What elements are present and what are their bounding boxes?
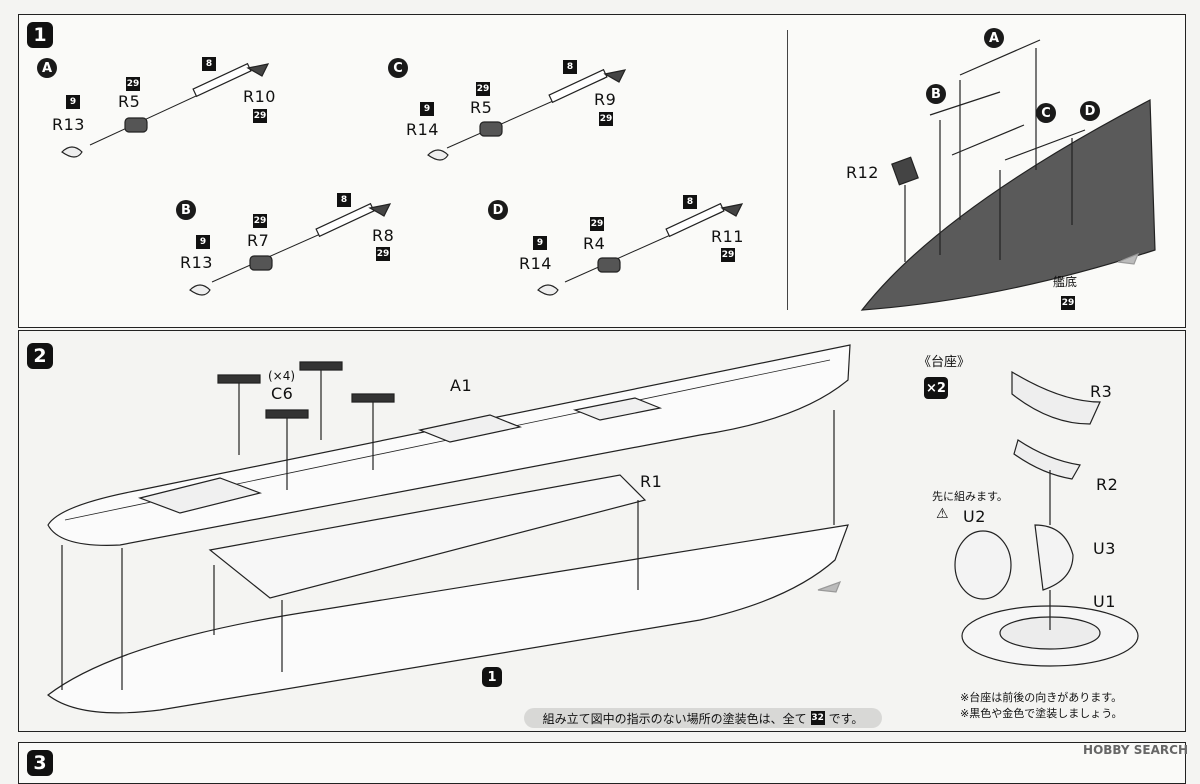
part-label: R13 <box>52 115 85 134</box>
part-label: R13 <box>180 253 213 272</box>
color-code: 9 <box>196 235 210 249</box>
step-1-divider <box>787 30 788 310</box>
quantity-label: (×4) <box>268 369 296 383</box>
part-label: R5 <box>118 92 141 111</box>
part-label: R11 <box>711 227 744 246</box>
color-code: 8 <box>683 195 697 209</box>
color-code: 8 <box>202 57 216 71</box>
marker-a: A <box>984 28 1004 48</box>
part-label: R10 <box>243 87 276 106</box>
color-code: 29 <box>599 112 613 126</box>
part-label: R1 <box>640 472 663 491</box>
part-label: A1 <box>450 376 473 395</box>
part-label: U3 <box>1093 539 1116 558</box>
color-code: 29 <box>253 109 267 123</box>
step-3-panel <box>18 742 1186 784</box>
warning-icon: ⚠ <box>936 506 949 522</box>
part-label: R5 <box>470 98 493 117</box>
part-label: U1 <box>1093 592 1116 611</box>
color-code: 29 <box>253 214 267 228</box>
part-label: R3 <box>1090 382 1113 401</box>
color-code: 29 <box>376 247 390 261</box>
hull-label: 艦底 <box>1053 275 1078 289</box>
part-label: C6 <box>271 384 294 403</box>
marker-b: B <box>926 84 946 104</box>
part-label: R14 <box>519 254 552 273</box>
color-code: 29 <box>476 82 490 96</box>
color-code: 32 <box>810 711 825 725</box>
color-code: 8 <box>563 60 577 74</box>
color-code: 8 <box>337 193 351 207</box>
color-code: 9 <box>66 95 80 109</box>
marker-b: B <box>176 200 196 220</box>
part-label: R14 <box>406 120 439 139</box>
marker-d: D <box>1080 101 1100 121</box>
part-label: R12 <box>846 163 879 182</box>
step-2-number: 2 <box>27 343 53 369</box>
marker-c: C <box>388 58 408 78</box>
part-label: R7 <box>247 231 270 250</box>
paint-note-banner: 組み立て図中の指示のない場所の塗装色は、全て 32 です。 <box>524 708 882 728</box>
part-label: R8 <box>372 226 395 245</box>
color-code: 29 <box>1061 296 1075 310</box>
quantity-badge: ×2 <box>924 377 948 399</box>
stand-title: 《台座》 <box>918 355 971 370</box>
instruction-page: 1 <box>18 14 1188 784</box>
part-label: R9 <box>594 90 617 109</box>
color-code: 29 <box>590 217 604 231</box>
watermark: HOBBY SEARCH <box>1083 743 1188 757</box>
color-code: 9 <box>420 102 434 116</box>
stand-note: ※台座は前後の向きがあります。 <box>960 691 1123 704</box>
stand-note: ※黒色や金色で塗装しましょう。 <box>960 707 1123 720</box>
marker-d: D <box>488 200 508 220</box>
color-code: 29 <box>721 248 735 262</box>
paint-note-end: です。 <box>828 711 864 726</box>
part-label: R2 <box>1096 475 1119 494</box>
color-code: 29 <box>126 77 140 91</box>
marker-c: C <box>1036 103 1056 123</box>
line-art <box>47 39 1156 714</box>
part-label: R4 <box>583 234 606 253</box>
step-1-number: 1 <box>27 22 53 48</box>
part-label: U2 <box>963 507 986 526</box>
color-code: 9 <box>533 236 547 250</box>
marker-a: A <box>37 58 57 78</box>
reference-step-1: 1 <box>482 667 502 687</box>
paint-note: 組み立て図中の指示のない場所の塗装色は、全て <box>542 711 807 726</box>
step-2-panel <box>18 330 1186 732</box>
step-3-number: 3 <box>27 750 53 776</box>
first-note: 先に組みます。 <box>932 490 1008 503</box>
